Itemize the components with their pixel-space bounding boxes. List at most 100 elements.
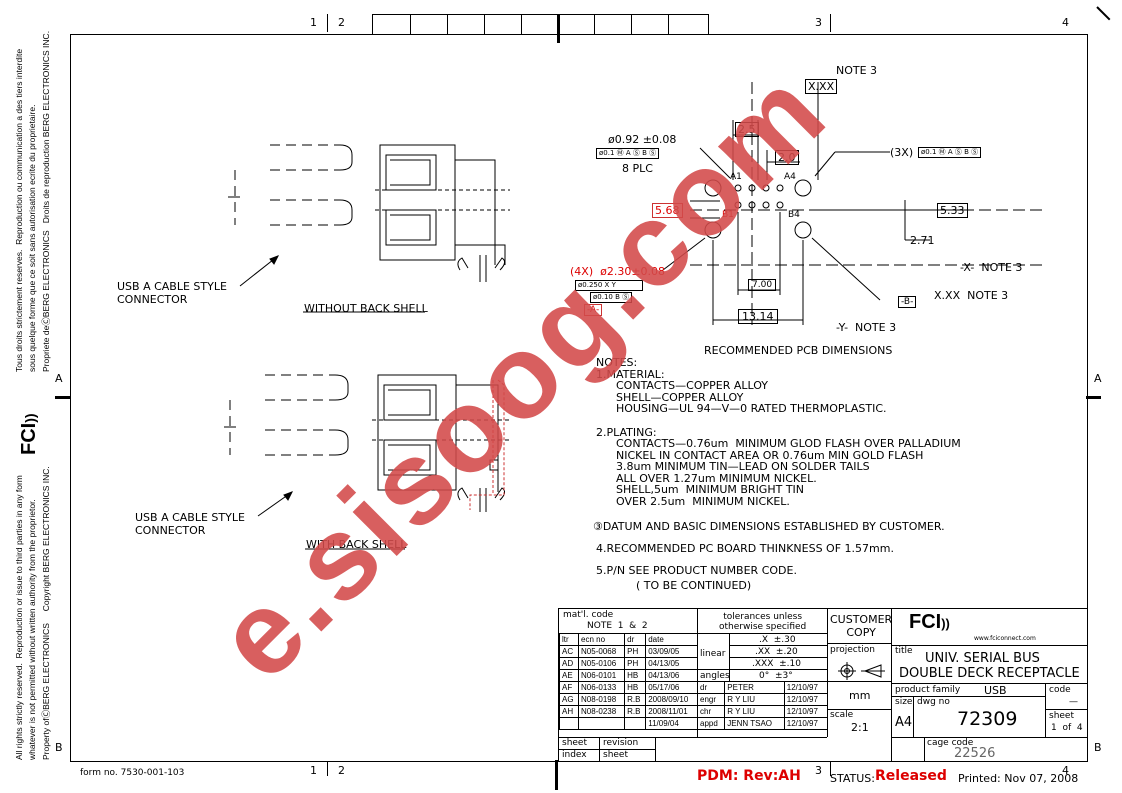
note-1a: CONTACTS—COPPER ALLOY <box>616 379 769 392</box>
pcb-title: RECOMMENDED PCB DIMENSIONS <box>704 344 893 357</box>
note-2c: 3.8um MINIMUM TIN—LEAD ON SOLDER TAILS <box>616 460 870 473</box>
label-without-back-shell: WITHOUT BACK SHELL <box>304 302 428 315</box>
dim-2-71: 2.71 <box>910 234 935 247</box>
label-cable-connector-2: USB A CABLE STYLE CONNECTOR <box>135 511 245 537</box>
printed-date: Printed: Nov 07, 2008 <box>958 772 1079 785</box>
note-1: 1.MATERIAL: <box>596 368 665 381</box>
product-family-label: product family <box>895 685 961 695</box>
drawing-title-1: UNIV. SERIAL BUS <box>925 651 1040 666</box>
col-label: 2 <box>338 16 345 29</box>
fci-url: www.fciconnect.com <box>974 635 1036 642</box>
customer-copy: CUSTOMER COPY <box>830 613 893 639</box>
dwg-no-label: dwg no <box>917 697 950 707</box>
drawing-title-2: DOUBLE DECK RECEPTACLE <box>899 666 1080 681</box>
tolerances-header: tolerances unless otherwise specified <box>719 612 807 632</box>
tol-angle: 0° ±3° <box>759 671 793 681</box>
pin-a1-label: A1 <box>730 172 742 182</box>
scale-label: scale <box>830 710 854 720</box>
col-label: 3 <box>815 764 822 777</box>
dim-xx-top: X.XX <box>805 79 838 94</box>
row-label: B <box>1094 741 1102 754</box>
col-label: 2 <box>338 764 345 777</box>
datum-y-note: -Y- NOTE 3 <box>836 321 897 334</box>
gdt-frame-3x: ø0.1 Ⓜ A Ⓢ B Ⓢ <box>918 147 982 158</box>
connector-view-without-shell <box>228 144 510 287</box>
tol-x: .X ±.30 <box>759 635 796 645</box>
tol-xxx: .XXX ±.10 <box>752 659 801 669</box>
size-value: A4 <box>895 715 913 730</box>
top-ruler <box>372 14 709 43</box>
sheet-number: 1 of 4 <box>1051 723 1083 733</box>
status-value: Released <box>875 768 947 784</box>
dim-3x: (3X) <box>890 146 914 159</box>
pin-b4-label: B4 <box>788 210 800 220</box>
note-2d: ALL OVER 1.27um MINIMUM NICKEL. <box>616 472 817 485</box>
fci-logo: FCI)) <box>909 611 950 633</box>
index-label: index <box>562 750 587 760</box>
col-label: 1 <box>310 16 317 29</box>
note-2a: CONTACTS—0.76um MINIMUM GLOD FLASH OVER … <box>616 437 961 450</box>
col-label: 1 <box>310 764 317 777</box>
col-label: 4 <box>1062 764 1069 777</box>
dim-5-33: 5.33 <box>937 203 968 218</box>
dim-4x-hole: (4X) ø2.30±0.08 <box>570 265 666 278</box>
note-5a: ( TO BE CONTINUED) <box>636 579 752 592</box>
datum-x-note: -X- NOTE 3 <box>960 261 1023 274</box>
dim-5-68: 5.68 <box>652 203 683 218</box>
revision-label: revision <box>603 738 639 748</box>
gdt-frame-4x-b: ø0.10 B Ⓢ <box>590 292 633 303</box>
dim-xx-note: X.XX NOTE 3 <box>934 289 1009 302</box>
table-row: 11/09/04 <box>558 717 698 730</box>
code-value: — <box>1069 697 1078 707</box>
note-1b: SHELL—COPPER ALLOY <box>616 391 744 404</box>
status-label: STATUS: <box>830 772 875 785</box>
cage-code-label: cage code <box>927 738 974 748</box>
units-mm: mm <box>849 689 871 702</box>
note-1c: HOUSING—UL 94—V—0 RATED THERMOPLASTIC. <box>616 402 887 415</box>
col-label: 4 <box>1062 16 1069 29</box>
pdm-revision: PDM: Rev:AH <box>697 768 801 784</box>
dim-8-plc: 8 PLC <box>622 162 653 175</box>
gdt-frame-8plc: ø0.1 Ⓜ A Ⓢ B Ⓢ <box>596 148 660 159</box>
product-family-value: USB <box>984 684 1007 697</box>
angles-label: angles <box>700 671 730 681</box>
dim-2-5: 2.5 <box>735 122 759 137</box>
notes-heading: NOTES: <box>596 356 638 369</box>
dim-7-00: 7.00 <box>748 279 777 291</box>
title-label: title <box>895 646 913 656</box>
sheet-number-label: sheet <box>1049 711 1074 721</box>
note-2b: NICKEL IN CONTACT AREA OR 0.76um MIN GOL… <box>616 449 924 462</box>
pin-a4-label: A4 <box>784 172 796 182</box>
matl-code-label: mat'l. code <box>563 610 614 620</box>
note-4: 4.RECOMMENDED PC BOARD THINKNESS OF 1.57… <box>596 542 894 555</box>
scale-value: 2:1 <box>851 721 869 734</box>
row-label: A <box>1094 372 1102 385</box>
projection-symbol-icon <box>838 662 885 680</box>
gdt-frame-4x-a: ø0.250 X Y <box>575 280 643 291</box>
tol-xx: .XX ±.20 <box>755 647 798 657</box>
note-2e: SHELL,5um MINIMUM BRIGHT TIN <box>616 483 805 496</box>
label-with-back-shell: WITH BACK SHELL <box>306 538 407 551</box>
sheet-label: sheet <box>562 738 587 748</box>
row-label: B <box>55 741 63 754</box>
sheet-label-2: sheet <box>603 750 628 760</box>
dim-13-14: 13.14 <box>738 309 778 324</box>
col-label: 3 <box>815 16 822 29</box>
matl-code-value: NOTE 1 & 2 <box>587 621 648 631</box>
datum-b: -B- <box>898 296 917 308</box>
form-number: form no. 7530-001-103 <box>80 768 185 778</box>
note-2: 2.PLATING: <box>596 426 657 439</box>
label-cable-connector-1: USB A CABLE STYLE CONNECTOR <box>117 280 227 306</box>
